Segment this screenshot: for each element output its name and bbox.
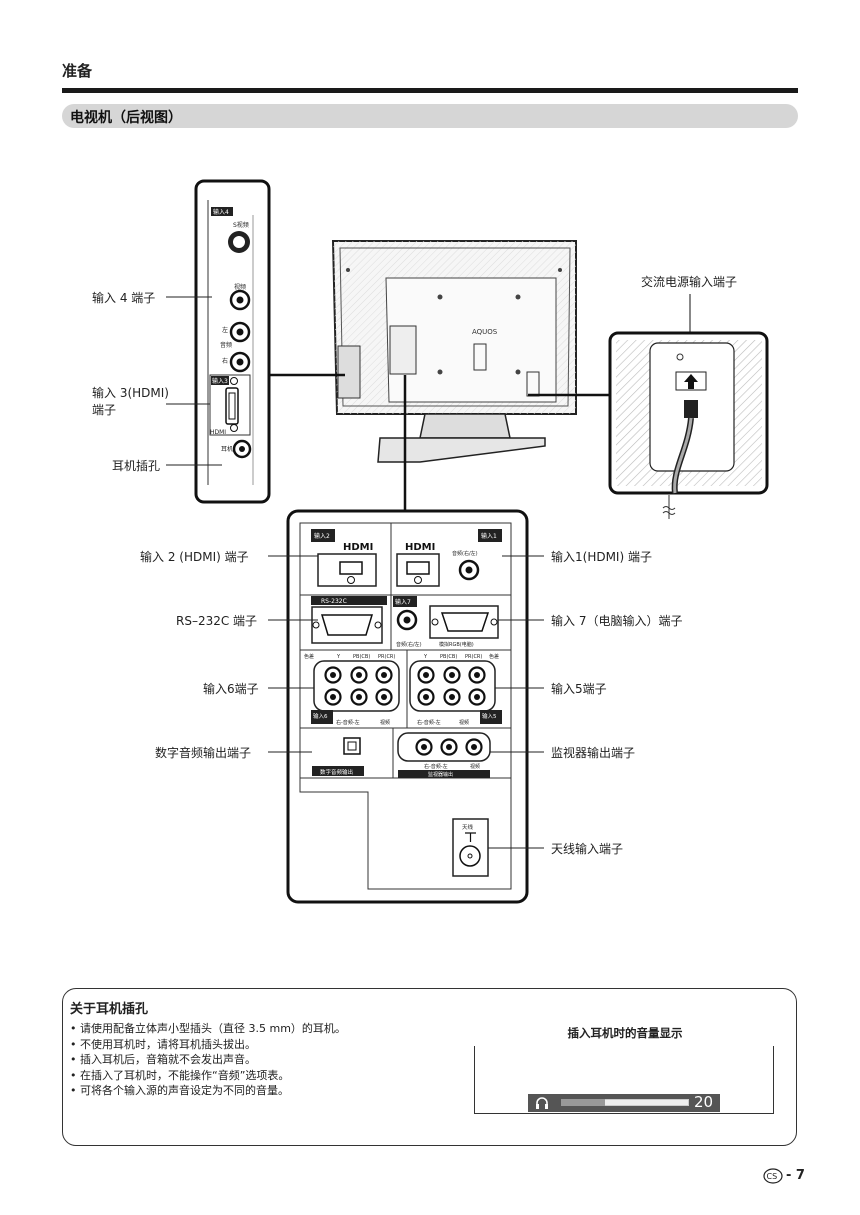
callout-input1: 输入1(HDMI) 端子 [551,550,652,564]
volume-level-fill [561,1099,605,1106]
note-item: 在插入了耳机时，不能操作“音频”选项表。 [70,1068,346,1084]
callout-ac-power: 交流电源输入端子 [641,275,738,289]
input5-video-label: 视频 [459,719,469,726]
callout-input3-line1: 输入 3(HDMI) [92,386,169,400]
digital-audio-tag: 数字音频输出 [320,768,353,776]
monitor-video-label: 视频 [470,763,480,770]
optical-port [343,737,361,755]
input6-tag: 输入6 [313,712,328,720]
note-list: 请使用配备立体声小型插头（直径 3.5 mm）的耳机。 不使用耳机时，请将耳机插… [70,1021,346,1099]
input1-audio-label: 音频(右/左) [452,550,478,557]
volume-value: 20 [694,1093,714,1111]
monitor-audio-label: 右-音频-左 [424,763,448,770]
input6-pb-label: PB(CB) [353,654,370,660]
input6-audio-label: 右-音频-左 [336,719,360,726]
rs232c-port [320,614,374,636]
side-video-label: 视频 [234,283,246,291]
callout-headphone: 耳机插孔 [112,459,161,473]
antenna-icon [465,832,476,842]
header-rule [62,88,798,93]
side-input4-tag: 输入4 [213,208,229,216]
callout-antenna: 天线输入端子 [551,842,624,856]
input5-component-label: 色差 [489,653,499,660]
side-left-label: 左 [222,326,228,334]
callout-input6: 输入6端子 [203,682,259,696]
callout-input2: 输入 2 (HDMI) 端子 [140,550,249,564]
side-right-label: 右 [222,357,228,365]
input6-jacks [324,666,393,706]
lang-badge: CS [767,1172,778,1181]
input7-audio-label: 音频(右/左) [396,641,422,648]
input2-tag: 输入2 [314,532,330,540]
side-audio-label: 音频 [220,341,232,349]
hdmi2-logo: HDMI [343,542,373,553]
input5-pr-label: PR(CR) [465,654,482,660]
side-input3-tag: 输入3 [212,377,228,385]
tv-brand: AQUOS [472,328,498,336]
tv-back: AQUOS [331,240,577,463]
volume-display-frame [474,1046,774,1114]
callout-digital-audio: 数字音频输出端子 [155,746,252,760]
section-title: 电视机（后视图） [70,110,182,126]
headphone-icon [536,1097,548,1109]
input5-jacks [417,666,486,706]
side-headphone-label: 耳机 [221,445,233,453]
note-item: 插入耳机后，音箱就不会发出声音。 [70,1052,346,1068]
lang-badge-icon: CS [763,1168,783,1184]
page-number: - 7 [786,1168,805,1183]
callout-input3-line2: 端子 [92,403,117,417]
page-header-title: 准备 [62,62,93,80]
callout-monitor-out: 监视器输出端子 [551,746,636,760]
volume-display-title: 插入耳机时的音量显示 [567,1026,683,1040]
input6-component-label: 色差 [304,653,314,660]
callout-input5: 输入5端子 [551,682,607,696]
input5-tag: 输入5 [482,712,497,720]
hdmi2-port [339,561,363,575]
side-hdmi-label: HDMI [210,429,226,436]
input6-video-label: 视频 [380,719,390,726]
note-item: 可将各个输入源的声音设定为不同的音量。 [70,1083,346,1099]
ac-inset [608,331,769,495]
vga-port [440,612,490,632]
note-item: 不使用耳机时，请将耳机插头拔出。 [70,1037,346,1053]
note-title: 关于耳机插孔 [70,1002,149,1017]
section-bar [62,104,798,128]
input1-tag: 输入1 [481,532,497,540]
hdmi1-logo: HDMI [405,542,435,553]
analog-rgb-label: 模拟RGB(电脑) [439,641,474,648]
input6-pr-label: PR(CR) [378,654,395,660]
antenna-jack [459,845,481,867]
headphone-note-box [62,988,797,1146]
callout-input3: 输入 3(HDMI) 端子 [92,385,169,419]
arrow-up-icon [684,374,698,389]
note-item: 请使用配备立体声小型插头（直径 3.5 mm）的耳机。 [70,1021,346,1037]
input6-y-label: Y [336,654,341,660]
rs232c-tag: RS-232C [321,598,347,605]
input5-pb-label: PB(CB) [440,654,457,660]
input5-audio-label: 右-音频-左 [417,719,441,726]
input5-y-label: Y [423,654,428,660]
main-panel: 输入2 HDMI HDMI 输入1 音频(右/左) RS-232C 输入7 音频… [286,509,529,904]
hdmi1-port [406,561,430,575]
input7-tag: 输入7 [395,598,411,606]
side-svideo-label: S视频 [233,221,249,229]
callout-input7: 输入 7（电脑输入）端子 [551,614,683,628]
antenna-tag: 天线 [462,823,474,831]
callout-input4: 输入 4 端子 [92,291,156,305]
monitor-out-tag: 监视器输出 [428,771,453,778]
side-panel: 输入4 S视频 视频 左 音频 右 输入3 HDMI 耳机 [194,179,271,504]
callout-rs232c: RS–232C 端子 [176,614,258,628]
